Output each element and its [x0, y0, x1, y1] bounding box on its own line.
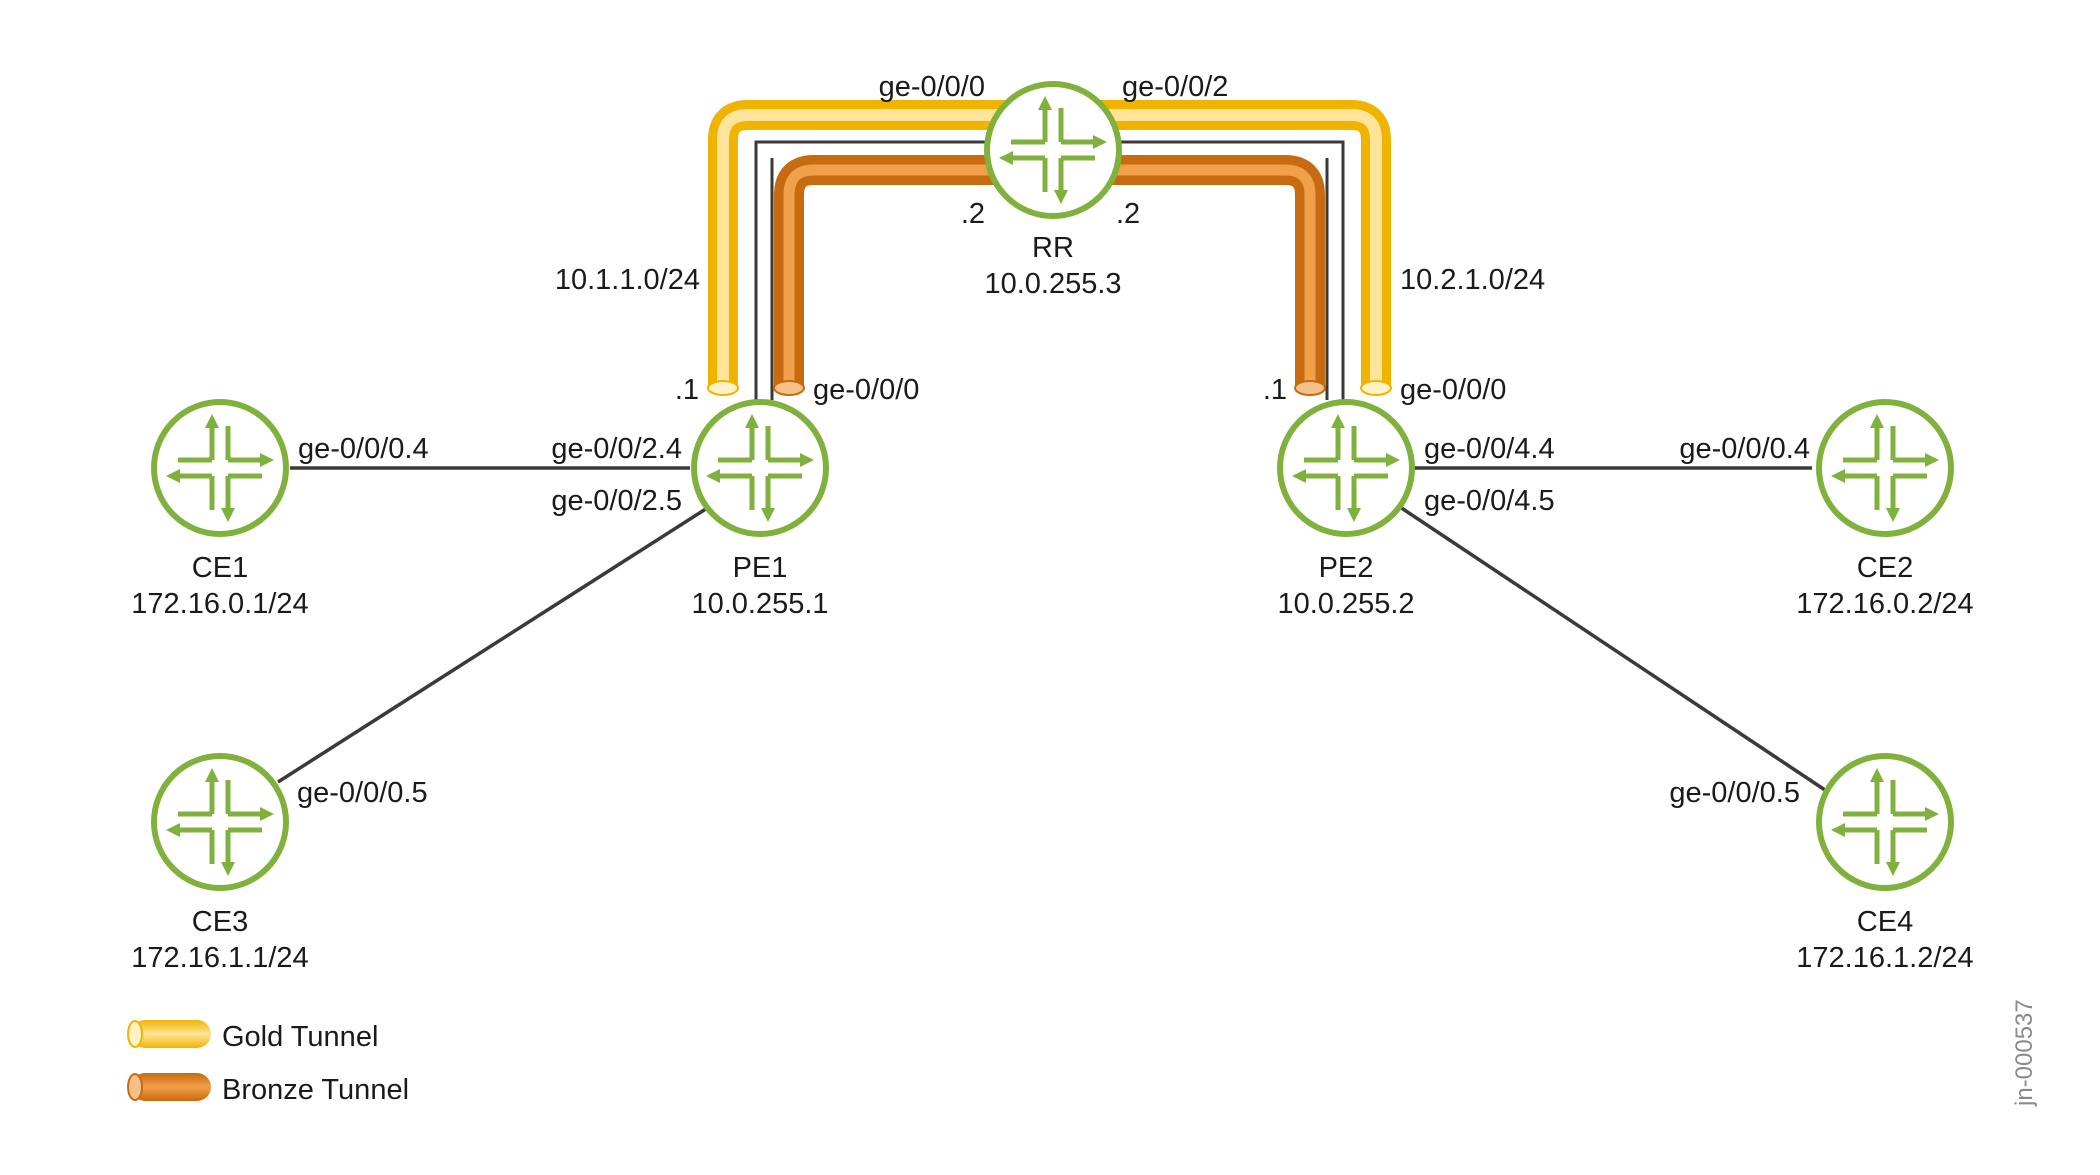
- interface-labels: ge-0/0/0 ge-0/0/2 .2 .2 10.1.1.0/24 10.2…: [297, 71, 1810, 809]
- ce2-if: ge-0/0/0.4: [1679, 433, 1810, 465]
- pe1-addr: .1: [675, 374, 699, 406]
- ce1-name: CE1: [192, 552, 248, 584]
- pe1-ip: 10.0.255.1: [691, 588, 828, 620]
- rr-if-right: ge-0/0/2: [1122, 71, 1228, 103]
- legend: Gold Tunnel Bronze Tunnel: [127, 1020, 409, 1106]
- router-ce4[interactable]: [1819, 756, 1951, 888]
- pe1-if-ce3: ge-0/0/2.5: [551, 485, 682, 517]
- ce2-ip: 172.16.0.2/24: [1796, 588, 1973, 620]
- rr-ip: 10.0.255.3: [984, 268, 1121, 300]
- rr-name: RR: [1032, 232, 1074, 264]
- pe2-if-ce4: ge-0/0/4.5: [1424, 485, 1555, 517]
- pe2-addr: .1: [1263, 374, 1287, 406]
- router-captions: RR 10.0.255.3 PE1 10.0.255.1 PE2 10.0.25…: [131, 232, 1973, 974]
- router-ce1[interactable]: [154, 402, 286, 534]
- router-pe1[interactable]: [694, 402, 826, 534]
- router-icon: [694, 402, 826, 534]
- pe1-if-ce1: ge-0/0/2.4: [551, 433, 682, 465]
- legend-gold-label: Gold Tunnel: [222, 1021, 378, 1053]
- subnet-right: 10.2.1.0/24: [1400, 264, 1545, 296]
- figure-id: jn-000537: [2011, 999, 2038, 1107]
- legend-bronze-swatch: [127, 1073, 211, 1101]
- legend-gold-swatch: [127, 1020, 211, 1048]
- router-icon: [1819, 756, 1951, 888]
- router-icon: [987, 84, 1119, 216]
- ce2-name: CE2: [1857, 552, 1913, 584]
- ce1-if: ge-0/0/0.4: [298, 433, 429, 465]
- ce3-ip: 172.16.1.1/24: [131, 942, 308, 974]
- pe1-name: PE1: [733, 552, 788, 584]
- pe1-uplink-if: ge-0/0/0: [813, 374, 919, 406]
- rr-addr-right: .2: [1116, 198, 1140, 230]
- router-rr[interactable]: [987, 84, 1119, 216]
- link-pe2-ce4: [1399, 505, 1826, 792]
- ce3-name: CE3: [192, 906, 248, 938]
- router-pe2[interactable]: [1280, 402, 1412, 534]
- router-icon: [154, 402, 286, 534]
- ce4-ip: 172.16.1.2/24: [1796, 942, 1973, 974]
- ce4-name: CE4: [1857, 906, 1913, 938]
- rr-addr-left: .2: [961, 198, 985, 230]
- rr-if-left: ge-0/0/0: [879, 71, 985, 103]
- router-ce2[interactable]: [1819, 402, 1951, 534]
- pe2-uplink-if: ge-0/0/0: [1400, 374, 1506, 406]
- core-links: [754, 140, 1345, 400]
- router-icon: [1819, 402, 1951, 534]
- router-icon: [154, 756, 286, 888]
- pe2-name: PE2: [1319, 552, 1374, 584]
- ce3-if: ge-0/0/0.5: [297, 777, 428, 809]
- access-links: [277, 466, 1826, 792]
- router-icon: [1280, 402, 1412, 534]
- pe2-if-ce2: ge-0/0/4.4: [1424, 433, 1555, 465]
- ce1-ip: 172.16.0.1/24: [131, 588, 308, 620]
- legend-bronze-label: Bronze Tunnel: [222, 1074, 409, 1106]
- subnet-left: 10.1.1.0/24: [555, 264, 700, 296]
- router-ce3[interactable]: [154, 756, 286, 888]
- ce4-if: ge-0/0/0.5: [1669, 777, 1800, 809]
- pe2-ip: 10.0.255.2: [1277, 588, 1414, 620]
- link-ce3-pe1: [277, 503, 713, 784]
